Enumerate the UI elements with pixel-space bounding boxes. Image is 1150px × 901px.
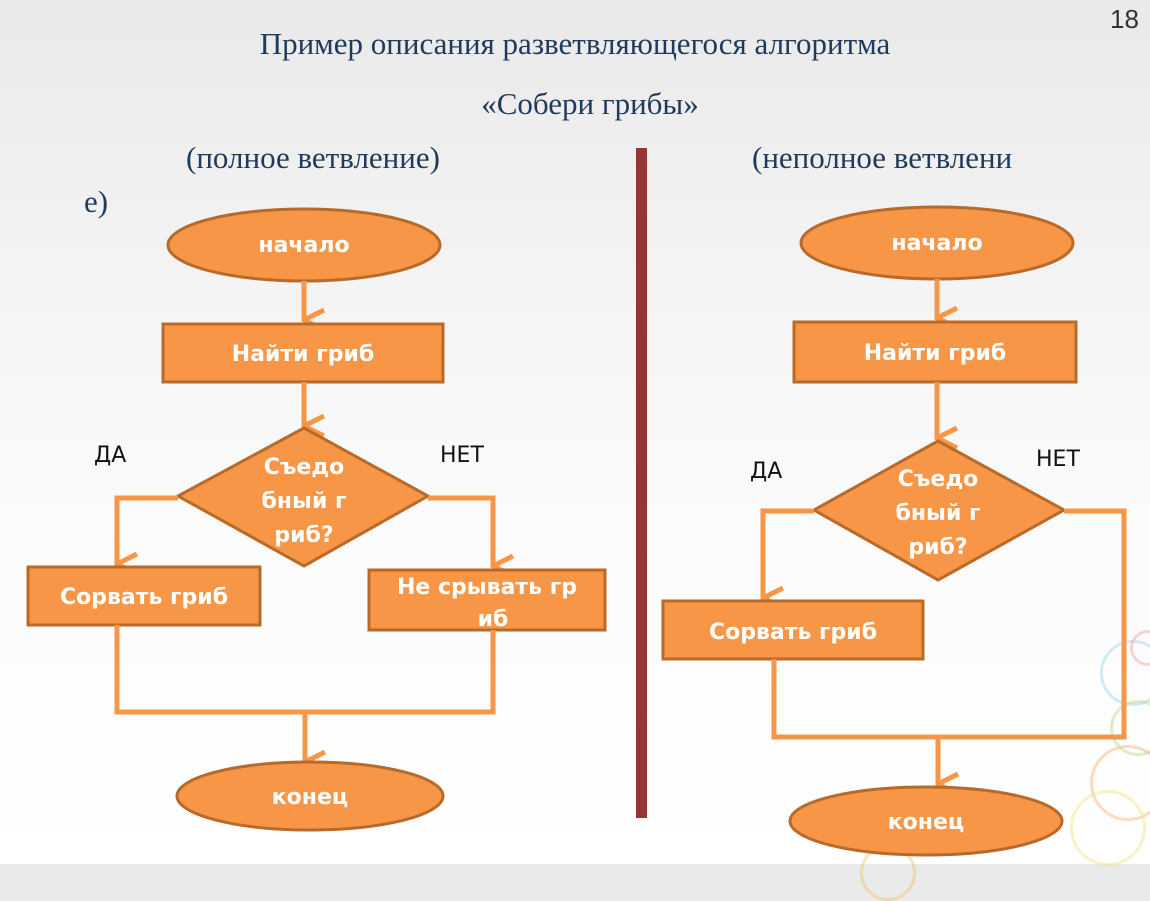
start-label: начало <box>258 233 349 258</box>
no-action-label-line1: Не срывать гр <box>397 575 577 600</box>
end-node <box>175 760 445 832</box>
yes-action-label: Сорвать гриб <box>709 620 877 645</box>
no-action-label-line2: иб <box>478 607 509 632</box>
no-connector <box>428 495 493 566</box>
decision-label-line3: риб? <box>274 523 333 548</box>
decision-label-line2: бный г <box>261 489 346 514</box>
right-heading: (неполное ветвлени <box>752 140 1013 175</box>
partial-branch-flowchart: начало Найти гриб Съедо бный г риб? ДА Н… <box>661 205 1127 857</box>
slide-subtitle: «Собери грибы» <box>481 86 699 121</box>
end-label: конец <box>272 785 348 810</box>
yes-connector <box>114 495 178 564</box>
merge-connector <box>771 508 1127 740</box>
no-label: НЕТ <box>440 443 484 468</box>
process-label: Найти гриб <box>232 342 375 367</box>
yes-connector <box>760 508 814 598</box>
end-node <box>788 785 1064 857</box>
slide-number: 18 <box>1110 4 1139 34</box>
no-label: НЕТ <box>1036 447 1080 472</box>
process-node <box>161 322 445 384</box>
full-branch-flowchart: начало Найти гриб Съедо бный г риб? ДА Н… <box>26 207 607 832</box>
process-label: Найти гриб <box>864 341 1007 366</box>
end-label: конец <box>888 810 964 835</box>
yes-label: ДА <box>94 443 126 468</box>
slide-title: Пример описания разветвляющегося алгорит… <box>259 26 891 61</box>
yes-action-node <box>26 565 262 627</box>
decision-label-line3: риб? <box>908 535 967 560</box>
left-heading: (полное ветвление) <box>186 140 440 175</box>
decision-label-line1: Съедо <box>898 467 978 492</box>
yes-action-node <box>661 599 925 661</box>
left-heading-overflow: е) <box>84 184 109 219</box>
yes-action-label: Сорвать гриб <box>60 585 228 610</box>
yes-label: ДА <box>750 459 782 484</box>
no-action-node <box>367 568 607 632</box>
flowcharts: начало Найти гриб Съедо бный г риб? ДА Н… <box>26 205 1127 857</box>
column-divider <box>636 148 647 818</box>
decision-label-line1: Съедо <box>264 455 344 480</box>
merge-connector <box>114 625 496 715</box>
process-node <box>792 320 1078 384</box>
decision-node <box>174 426 432 568</box>
start-label: начало <box>891 231 982 256</box>
decision-label-line2: бный г <box>895 501 980 526</box>
decision-node <box>810 439 1068 582</box>
